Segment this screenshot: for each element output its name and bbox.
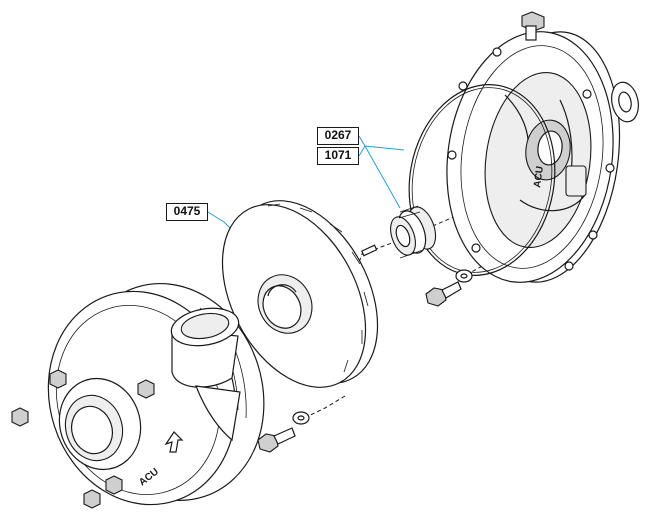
- rotation-arrow-icon: [164, 431, 184, 453]
- impeller-vane-edges: [267, 203, 369, 373]
- part-callout-1071[interactable]: 1071: [317, 147, 359, 165]
- cover-bolt-hole-5: [564, 261, 574, 271]
- leader-line-1071-seal: [358, 145, 401, 209]
- cover-hardware: [425, 11, 639, 307]
- casing-bolt-head: [257, 433, 279, 453]
- casing-bolt-shank: [273, 427, 296, 445]
- cover-bolt-hole-8: [458, 81, 468, 91]
- seal-ribs: [398, 205, 424, 259]
- casing-nut-2: [137, 379, 155, 399]
- casing-nut-1: [49, 369, 67, 389]
- adaptor-washer-hole: [460, 273, 468, 279]
- cover-bolt-hole-3: [605, 163, 615, 173]
- adaptor-bolt-shank: [441, 281, 462, 299]
- cover-casting-logo: ACU: [532, 165, 546, 188]
- seal-bore: [395, 224, 411, 248]
- impeller: [221, 200, 379, 388]
- impeller-eye: [262, 285, 302, 329]
- cover-bolt-hole-1: [492, 47, 502, 57]
- casing-washer-hole: [297, 415, 305, 421]
- cover-bolt-hole-2: [582, 89, 592, 99]
- suction-inlet-bore: [70, 405, 114, 455]
- pump-casing: ACU: [11, 282, 265, 509]
- mechanical-shaft-seal: [390, 205, 437, 259]
- cover-bolt-hole-4: [588, 230, 598, 240]
- casing-hardware: [257, 411, 310, 453]
- side-washer-inner: [618, 91, 632, 113]
- impeller-eye-depth: [267, 284, 297, 297]
- part-callout-0267[interactable]: 0267: [317, 127, 359, 145]
- adaptor-bolt-head: [425, 287, 447, 307]
- cover-side-window: [565, 165, 587, 197]
- casing-nut-5: [83, 489, 101, 509]
- casing-nut-4: [11, 407, 29, 427]
- casing-nut-3: [105, 475, 123, 495]
- cover-bolt-hole-7: [447, 150, 457, 160]
- cover-top-bolt-shank: [525, 25, 537, 41]
- discharge-nozzle-bore: [180, 312, 230, 340]
- cover-bolt-hole-6: [471, 243, 481, 253]
- leader-line-0475-impeller: [207, 211, 231, 229]
- axis-line-lower: [299, 395, 346, 421]
- shaft-key: [361, 244, 378, 257]
- cover-flange-inner: [460, 45, 604, 269]
- motor-adaptor-cover: ACU: [446, 31, 621, 283]
- part-callout-0475[interactable]: 0475: [166, 203, 208, 221]
- cover-lower-web: [519, 194, 586, 212]
- discharge-nozzle-base: [195, 385, 241, 442]
